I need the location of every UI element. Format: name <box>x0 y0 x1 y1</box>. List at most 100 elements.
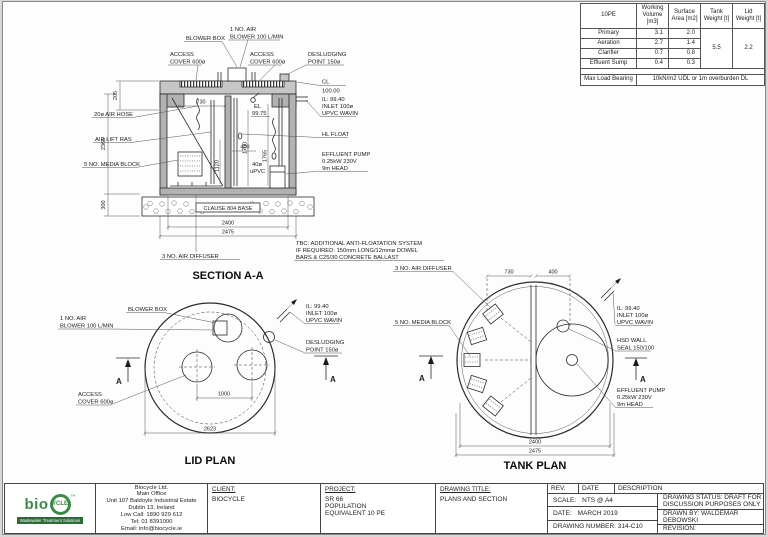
row-label: Aeration <box>580 37 637 49</box>
wall-seal-circle <box>556 319 570 333</box>
el-marker <box>250 97 256 103</box>
section-marker-a-right: A <box>640 375 646 384</box>
client-cell: CLIENT: BIOCYCLE <box>207 484 320 533</box>
tank-plan-view: 730 400 2400 2475 A A 3 NO. AIR DIFFUSER… <box>393 266 665 472</box>
label-access-cover-left-2: COVER 600ø <box>170 60 206 66</box>
label-blower-box: BLOWER BOX <box>128 307 167 313</box>
section-view: CLAUSE 804 BASE 730 1120 400 1700 1765 2… <box>82 27 444 282</box>
row-volume: 2.7 <box>636 37 669 49</box>
section-marker-a-left: A <box>116 377 122 386</box>
dim-1765: 1765 <box>263 150 269 162</box>
spec-header-row: 10PE Working Volume [m3] Surface Area [m… <box>580 3 765 29</box>
label-hsd-2: SEAL 150/100 <box>617 346 654 352</box>
label-pump-2: 0.25kW 230V <box>322 159 357 165</box>
company-address: Biocycle Ltd. Main Office Unit 107 Baldo… <box>95 484 207 533</box>
revision-row: REVISION: <box>658 525 763 533</box>
label-access-cover-2: COVER 600ø <box>78 400 114 406</box>
effluent-pump-shape <box>269 165 286 189</box>
label-hl-float: HL FLOAT <box>322 132 350 138</box>
dim-1700: 1700 <box>243 142 249 154</box>
tank-plan-shapes <box>456 278 621 439</box>
label-air-blower-2: BLOWER 100 L/MIN <box>60 324 113 330</box>
logo-cycle-circle: YCLE <box>49 493 71 515</box>
address-line: Biocycle Ltd. <box>134 484 169 491</box>
section-dimensions: 730 1120 400 1700 1765 205 2365 300 2400… <box>101 80 298 239</box>
section-tank-structure <box>159 67 308 196</box>
pump-circle <box>566 354 578 366</box>
label-access-cover-1: ACCESS <box>78 392 102 398</box>
label-tbc-1: TBC: ADDITIONAL ANTI-FLOATATION SYSTEM <box>296 241 422 247</box>
dim-400: 400 <box>548 270 557 276</box>
dim-205: 205 <box>113 91 119 100</box>
drawing-title-cell: DRAWING TITLE: PLANS AND SECTION <box>435 484 547 533</box>
logo-tagline: Wastewater Treatment Solutions <box>16 516 84 524</box>
max-load-label: Max Load Bearing <box>580 74 637 86</box>
label-pump-3: 9m HEAD <box>617 402 643 408</box>
label-diffuser: 3 NO. AIR DIFFUSER <box>395 266 452 272</box>
section-marker-a-right: A <box>330 375 336 384</box>
description-col-label: DESCRIPTION <box>614 484 763 493</box>
label-access-cover-right-2: COVER 600ø <box>250 60 286 66</box>
base-label: CLAUSE 804 BASE <box>204 206 253 212</box>
label-pump-3: 9m HEAD <box>322 166 348 172</box>
project-label: PROJECT: <box>325 486 356 493</box>
label-media-block: 5 NO. MEDIA BLOCK <box>395 320 451 326</box>
section-internals <box>170 92 286 189</box>
drawn-by: DRAWN BY: WALDEMAR DEBOWSKI <box>663 509 739 524</box>
label-access-cover-right-1: ACCESS <box>250 52 274 58</box>
label-tbc-3: BARS & C25/30 CONCRETE BALLAST <box>296 255 399 261</box>
date-label: DATE: <box>553 509 572 517</box>
spec-col-surface-area: Surface Area [m2] <box>668 3 701 29</box>
clarifier-circle <box>535 323 609 397</box>
label-media-block: 5 NO. MEDIA BLOCK <box>84 162 140 168</box>
label-el-value: 99.75 <box>252 111 267 117</box>
blower-box-plan <box>212 320 228 336</box>
label-desludging-2: POINT 150ø <box>308 60 341 66</box>
max-load-row: Max Load Bearing 10kN/m2 UDL or 1m overb… <box>580 74 765 86</box>
label-air-lift: AIR LIFT RAS <box>95 137 132 143</box>
label-cover-level-value: 100.00 <box>322 89 340 95</box>
revision-header-strip: REV. DATE DESCRIPTION <box>548 484 763 494</box>
address-line: Low Call: 1890 929 612 <box>120 511 183 518</box>
label-diffuser: 3 NO. AIR DIFFUSER <box>162 254 219 260</box>
label-blower-box: BLOWER BOX <box>186 36 225 42</box>
client-value: BIOCYCLE <box>212 496 245 503</box>
row-label: Clarifier <box>580 47 637 60</box>
dim-2365: 2365 <box>101 138 107 150</box>
section-labels: BLOWER BOX 1 NO. AIR BLOWER 100 L/MIN AC… <box>82 27 444 282</box>
scale-row: SCALE: NTS @ A4 <box>548 494 657 508</box>
hl-float-shape <box>237 132 243 140</box>
date-row: DATE: MARCH 2019 <box>548 507 657 521</box>
section-title: SECTION A-A <box>192 270 263 282</box>
spec-col-working-volume: Working Volume [m3] <box>636 3 669 29</box>
dim-300: 300 <box>101 200 107 209</box>
dim-2475: 2475 <box>222 230 234 236</box>
max-load-value: 10kN/m2 UDL or 1m overburden DL <box>636 74 765 86</box>
tank-plan-title: TANK PLAN <box>504 460 567 472</box>
lid-plan-view: 1000 2623 A A BLOWER BOX 1 NO. AIR BLOWE… <box>58 299 345 467</box>
dim-2623: 2623 <box>204 427 216 433</box>
table-row: Primary 3.1 2.0 5.5 2.2 <box>580 27 765 70</box>
label-air-blower-1: 1 NO. AIR <box>230 27 256 33</box>
lid-plan-dimensions: 1000 2623 <box>143 368 277 436</box>
logo-trademark: ™ <box>70 493 76 500</box>
client-label: CLIENT: <box>212 486 236 493</box>
label-air-blower-1: 1 NO. AIR <box>60 316 86 322</box>
label-pipe-1: 40ø <box>252 162 262 168</box>
drawn-by-row: DRAWN BY: WALDEMAR DEBOWSKI <box>658 510 763 525</box>
label-air-hose: 20ø AIR HOSE <box>94 112 133 118</box>
lid-weight-value: 2.2 <box>732 27 765 70</box>
row-area: 0.8 <box>668 47 701 60</box>
label-pipe-2: uPVC <box>250 169 265 175</box>
dim-400: 400 <box>240 145 249 151</box>
status-line-2: DISCUSSION PURPOSES ONLY <box>663 501 761 509</box>
dim-730: 730 <box>504 270 513 276</box>
label-inlet-3: UPVC WAVIN <box>322 111 358 117</box>
lid-plan-section-markers: A A <box>116 355 338 386</box>
label-inlet-3: UPVC WAVIN <box>306 318 342 324</box>
row-volume: 3.1 <box>636 27 669 39</box>
project-line: EQUIVALENT 10 PE <box>325 510 386 517</box>
row-area: 0.3 <box>668 58 701 70</box>
